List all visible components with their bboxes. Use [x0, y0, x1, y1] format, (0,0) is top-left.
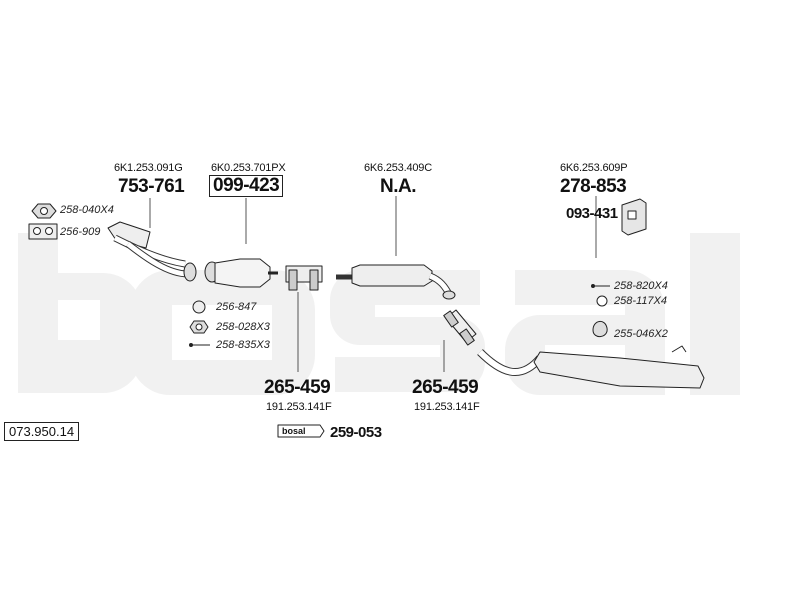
bolt-x4-label: 258-820X4 — [614, 280, 668, 292]
manifold-gasket-label: 256-909 — [60, 226, 101, 238]
clamp-middle-part-number: 265-459 — [412, 377, 479, 398]
rubber-mount-icon — [621, 198, 647, 236]
bolt-x3-label: 258-835X3 — [216, 339, 270, 351]
clamp-front-oe-code: 191.253.141F — [266, 401, 332, 413]
gasket-icon — [28, 223, 58, 240]
rubber-mount-part-number: 093-431 — [566, 205, 618, 222]
catalyst-oe-code: 6K0.253.701PX — [211, 162, 286, 174]
nut-icon — [31, 203, 57, 219]
washer-icon — [596, 295, 608, 307]
washer-x4-label: 258-117X4 — [614, 295, 668, 307]
manifold-part-number: 753-761 — [118, 176, 185, 197]
rear-silencer-part-number: 278-853 — [560, 176, 627, 197]
clamp-front — [285, 265, 323, 291]
gasket-ring-label: 256-847 — [216, 301, 257, 313]
clamp-middle-oe-code: 191.253.141F — [414, 401, 480, 413]
clamp-middle — [443, 309, 477, 346]
rear-silencer-oe-code: 6K6.253.609P — [560, 162, 628, 174]
manifold-oe-code: 6K1.253.091G — [114, 162, 183, 174]
catalog-number: 073.950.14 — [4, 422, 80, 441]
nut-x4-label: 258-040X4 — [60, 204, 114, 216]
rubber-ring-icon — [592, 321, 608, 337]
center-silencer-oe-code: 6K6.253.409C — [364, 162, 432, 174]
catalytic-converter — [204, 258, 278, 288]
paste-tube-icon — [277, 424, 325, 438]
paste-tube-label: bosal — [282, 426, 306, 436]
manifold-pipe — [107, 221, 197, 282]
bolt-icon — [189, 343, 210, 347]
rubber-ring-x2-label: 255-046X2 — [614, 328, 668, 340]
rear-silencer — [477, 345, 705, 389]
center-silencer-part-number: N.A. — [380, 176, 417, 197]
clamp-front-part-number: 265-459 — [264, 377, 331, 398]
catalyst-part-number: 099-423 — [209, 175, 284, 197]
paste-part-number: 259-053 — [330, 424, 382, 441]
nut-icon — [189, 320, 209, 334]
nut-x3-label: 258-028X3 — [216, 321, 270, 333]
gasket-ring-icon — [192, 300, 206, 314]
center-silencer — [336, 264, 456, 300]
bolt-icon — [591, 284, 610, 288]
